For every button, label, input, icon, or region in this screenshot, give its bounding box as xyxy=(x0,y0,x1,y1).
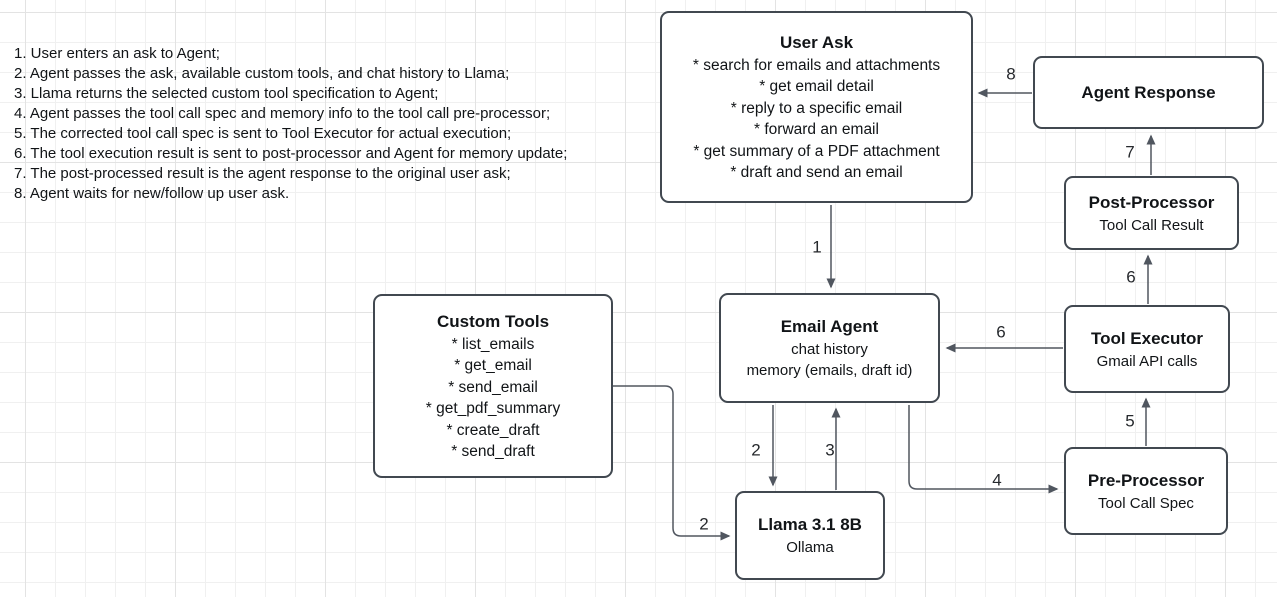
edge-label-2: 2 xyxy=(751,440,761,460)
node-title: Agent Response xyxy=(1081,82,1216,102)
edge-label-4: 4 xyxy=(992,470,1002,490)
node-item: * search for emails and attachments xyxy=(692,56,941,74)
edge-label-6: 6 xyxy=(1126,267,1136,287)
node-llama[interactable]: Llama 3.1 8B Ollama xyxy=(735,491,885,580)
node-item: * list_emails xyxy=(451,335,535,353)
note-line: 5. The corrected tool call spec is sent … xyxy=(14,125,512,142)
node-post-processor[interactable]: Post-Processor Tool Call Result xyxy=(1064,176,1239,250)
node-agent-response[interactable]: Agent Response xyxy=(1033,56,1264,129)
node-item: * reply to a specific email xyxy=(730,99,903,117)
node-title: Pre-Processor xyxy=(1087,470,1205,490)
edge-4-email-agent-to-pre-processor[interactable] xyxy=(908,405,1059,494)
node-item: * get_pdf_summary xyxy=(425,400,561,417)
edge-label-5: 5 xyxy=(1125,411,1135,431)
note-line: 4. Agent passes the tool call spec and m… xyxy=(14,105,551,122)
node-subtitle: Ollama xyxy=(786,539,834,556)
node-item: * send_email xyxy=(448,378,538,396)
node-title: Tool Executor xyxy=(1090,328,1204,348)
node-item: * send_draft xyxy=(451,443,535,460)
note-line: 1. User enters an ask to Agent; xyxy=(14,45,220,62)
edge-label-6b: 6 xyxy=(996,322,1006,342)
node-item: * create_draft xyxy=(446,421,540,439)
node-item: * draft and send an email xyxy=(730,164,903,181)
edge-label-7: 7 xyxy=(1125,142,1135,162)
node-email-agent[interactable]: Email Agent chat history memory (emails,… xyxy=(719,293,940,403)
edge-2-custom-tools-to-llama[interactable] xyxy=(613,385,731,541)
process-steps-note: 1. User enters an ask to Agent; 2. Agent… xyxy=(14,44,567,204)
node-user-ask[interactable]: User Ask * search for emails and attachm… xyxy=(660,11,973,203)
node-custom-tools[interactable]: Custom Tools * list_emails * get_email *… xyxy=(373,294,613,478)
node-tool-executor[interactable]: Tool Executor Gmail API calls xyxy=(1064,305,1230,393)
edge-label-1: 1 xyxy=(812,237,822,257)
node-title: Email Agent xyxy=(780,317,879,336)
node-item: * get_email xyxy=(454,357,532,374)
note-line: 2. Agent passes the ask, available custo… xyxy=(14,65,510,82)
edge-label-2b: 2 xyxy=(699,514,709,534)
node-subtitle: Tool Call Spec xyxy=(1098,494,1194,512)
note-line: 7. The post-processed result is the agen… xyxy=(14,165,511,182)
node-subtitle: Gmail API calls xyxy=(1096,352,1198,370)
node-subtitle: Tool Call Result xyxy=(1099,216,1204,234)
node-item: * forward an email xyxy=(754,121,879,138)
edge-label-3: 3 xyxy=(825,440,835,460)
node-item: * get summary of a PDF attachment xyxy=(693,142,940,160)
note-line: 6. The tool execution result is sent to … xyxy=(14,145,568,162)
note-line: 8. Agent waits for new/follow up user as… xyxy=(14,185,290,202)
node-line: memory (emails, draft id) xyxy=(746,362,913,379)
node-title: Llama 3.1 8B xyxy=(758,515,862,534)
node-line: chat history xyxy=(791,341,868,358)
node-pre-processor[interactable]: Pre-Processor Tool Call Spec xyxy=(1064,447,1228,535)
edge-label-8: 8 xyxy=(1006,64,1016,84)
node-title: Custom Tools xyxy=(436,311,550,331)
note-line: 3. Llama returns the selected custom too… xyxy=(14,85,439,102)
node-title: Post-Processor xyxy=(1088,192,1215,212)
node-item: * get email detail xyxy=(759,78,874,95)
node-title: User Ask xyxy=(779,32,854,52)
